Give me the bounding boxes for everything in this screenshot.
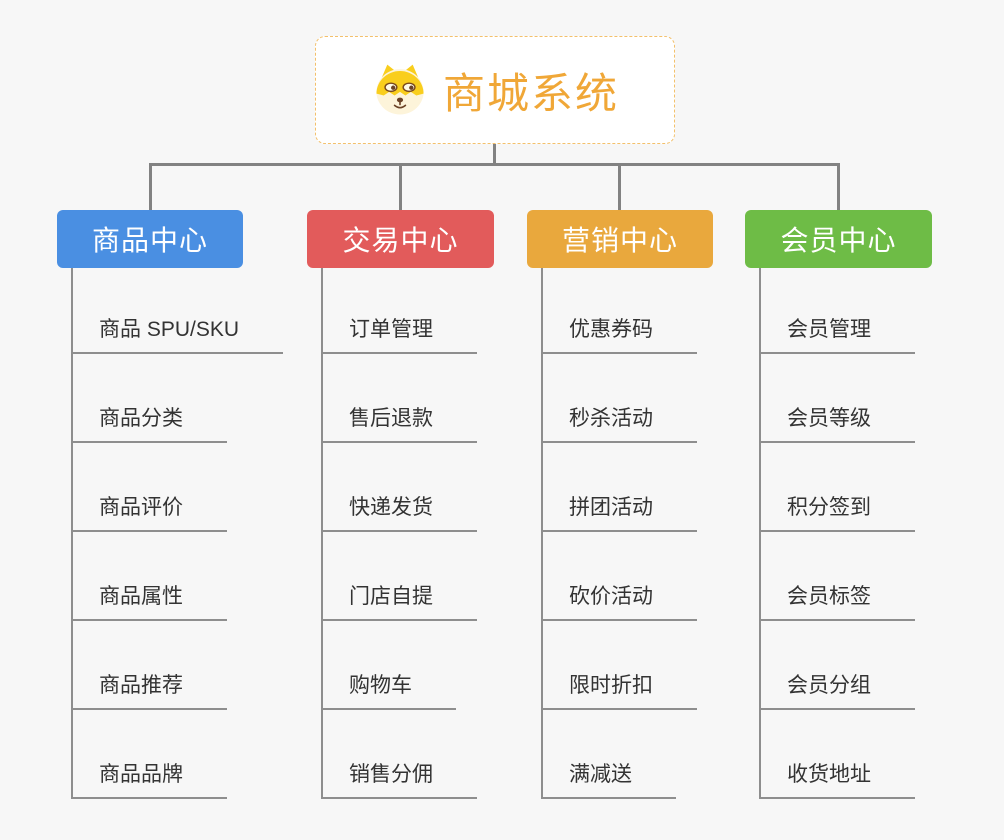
dog-face-icon	[371, 62, 429, 118]
root-title: 商城系统	[442, 69, 619, 117]
branch-node-member-center[interactable]: 会员中心	[745, 210, 932, 268]
leaf-node[interactable]: 会员分组	[759, 673, 915, 710]
leaf-node[interactable]: 商品评价	[71, 495, 227, 532]
connector-drop-product	[149, 166, 152, 210]
connector-rail	[149, 163, 840, 166]
leaf-node[interactable]: 门店自提	[321, 584, 477, 621]
connector-root-stem	[493, 144, 496, 164]
leaf-node[interactable]: 限时折扣	[541, 673, 697, 710]
leaf-node[interactable]: 商品属性	[71, 584, 227, 621]
leaf-node[interactable]: 销售分佣	[321, 762, 477, 799]
leaf-node[interactable]: 满减送	[541, 762, 676, 799]
leaf-node[interactable]: 商品品牌	[71, 762, 227, 799]
connector-drop-marketing	[618, 166, 621, 210]
leaf-node[interactable]: 售后退款	[321, 406, 477, 443]
leaf-node[interactable]: 优惠券码	[541, 317, 697, 354]
leaf-node[interactable]: 积分签到	[759, 495, 915, 532]
leaf-node[interactable]: 会员等级	[759, 406, 915, 443]
leaf-node[interactable]: 会员标签	[759, 584, 915, 621]
branch-node-marketing-center[interactable]: 营销中心	[527, 210, 713, 268]
leaf-node[interactable]: 商品 SPU/SKU	[71, 317, 284, 354]
branch-node-product-center[interactable]: 商品中心	[57, 210, 243, 268]
root-node[interactable]: 商城系统	[315, 36, 675, 144]
leaf-node[interactable]: 收货地址	[759, 762, 915, 799]
leaf-node[interactable]: 商品分类	[71, 406, 227, 443]
leaf-node[interactable]: 购物车	[321, 673, 456, 710]
leaf-node[interactable]: 砍价活动	[541, 584, 697, 621]
branch-node-trade-center[interactable]: 交易中心	[307, 210, 494, 268]
leaf-node[interactable]: 快递发货	[321, 495, 477, 532]
leaf-node[interactable]: 订单管理	[321, 317, 477, 354]
connector-drop-trade	[399, 166, 402, 210]
connector-drop-member	[837, 166, 840, 210]
leaf-node[interactable]: 会员管理	[759, 317, 915, 354]
leaf-node[interactable]: 秒杀活动	[541, 406, 697, 443]
leaf-node[interactable]: 拼团活动	[541, 495, 697, 532]
leaf-node[interactable]: 商品推荐	[71, 673, 227, 710]
